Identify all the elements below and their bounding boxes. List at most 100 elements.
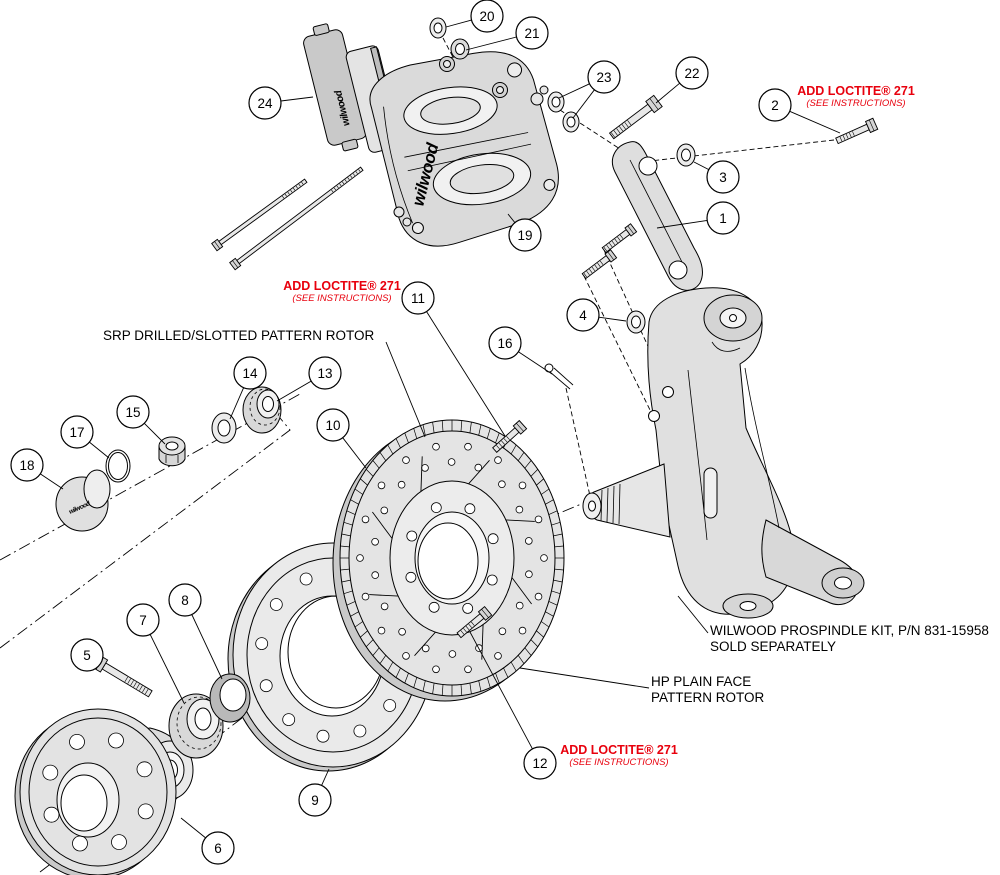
rotor-slot: [369, 594, 399, 597]
callout-leader-1: [656, 219, 708, 229]
vane-tick: [536, 478, 544, 486]
drill-hole: [377, 626, 386, 635]
vane-tick: [460, 420, 463, 432]
drill-hole: [397, 480, 406, 489]
mount-bolt-11: [492, 419, 528, 453]
callout-circle-9: [298, 783, 332, 817]
callout-leader-23: [558, 83, 590, 99]
rotor-slot: [372, 511, 393, 539]
drill-hole: [299, 572, 313, 586]
vane-tick: [441, 420, 444, 432]
prospindle-line1: WILWOOD PROSPINDLE KIT, P/N 831-15958: [710, 623, 989, 638]
grease-cap-18: wilwood: [55, 469, 111, 532]
drill-hole: [487, 533, 499, 545]
bracket-bolt-2: [835, 117, 879, 145]
vane-tick: [503, 667, 509, 678]
drill-hole: [69, 734, 85, 750]
loctite-subtext: (SEE INSTRUCTIONS): [806, 98, 906, 109]
drill-hole: [486, 574, 498, 586]
rotor-slot: [505, 519, 535, 522]
callout-circle-7: [126, 603, 160, 637]
vane-tick: [530, 469, 539, 477]
vane-tick: [441, 684, 444, 696]
vane-tick: [413, 677, 418, 688]
drill-hole: [430, 502, 442, 514]
callout-number-7: 7: [139, 613, 147, 628]
callout-number-4: 4: [579, 308, 587, 323]
drill-hole: [447, 458, 456, 466]
drill-hole: [398, 627, 406, 636]
vane-tick: [379, 655, 387, 664]
callout-circle-24: [248, 86, 282, 120]
drill-hole: [432, 665, 440, 674]
callout-number-24: 24: [257, 96, 273, 111]
spindle-nut-15: [158, 436, 186, 467]
drill-hole: [72, 835, 88, 852]
callout-number-20: 20: [479, 9, 494, 24]
vane-tick: [360, 630, 368, 638]
loctite-text: ADD LOCTITE® 271: [797, 84, 915, 98]
vane-tick: [510, 661, 517, 672]
loctite-subtext: (SEE INSTRUCTIONS): [292, 293, 392, 304]
drill-hole: [494, 456, 502, 464]
drill-hole: [494, 652, 502, 660]
vane-tick: [341, 533, 351, 537]
vane-tick: [340, 545, 350, 548]
vane-tick: [395, 438, 401, 449]
vane-tick: [422, 680, 426, 692]
callout-leader-17: [89, 441, 110, 459]
drill-hole: [515, 601, 524, 610]
callout-leader-12: [469, 631, 533, 750]
vane-tick: [536, 630, 544, 638]
vane-tick: [343, 590, 353, 595]
callout-number-8: 8: [181, 593, 189, 608]
vane-tick: [379, 452, 387, 461]
drill-hole: [540, 554, 548, 562]
callout-number-11: 11: [411, 291, 425, 306]
drill-hole: [356, 554, 364, 562]
bearing-axis-line: [0, 393, 301, 561]
vane-tick: [517, 452, 525, 461]
loctite-text: ADD LOCTITE® 271: [283, 279, 401, 293]
vane-tick: [548, 601, 558, 606]
vane-tick: [469, 422, 472, 433]
hp-rotor-line2: PATTERN ROTOR: [651, 689, 765, 705]
drill-hole: [524, 537, 533, 545]
washer-4: [626, 310, 646, 334]
bracket-stud-b: [581, 249, 618, 280]
drill-hole: [474, 463, 483, 472]
callout-leader-7: [149, 634, 185, 704]
callout-number-1: 1: [719, 211, 727, 226]
rotor-slot: [420, 456, 423, 493]
drill-hole: [464, 442, 472, 451]
callout-circle-15: [116, 395, 150, 429]
vane-tick: [545, 611, 554, 617]
callout-circle-12: [523, 746, 557, 780]
callout-number-18: 18: [19, 458, 34, 473]
label-leader-lines: [385, 341, 709, 689]
callout-circle-18: [10, 448, 44, 482]
callout-leader-2: [789, 110, 841, 134]
prospindle-label-leader: [677, 595, 709, 634]
spindle-washer-14: [211, 412, 237, 444]
drill-hole: [108, 732, 124, 749]
vane-tick: [432, 683, 435, 694]
drill-hole: [428, 601, 440, 613]
drill-hole: [421, 644, 430, 653]
callout-circle-6: [201, 831, 235, 865]
srp-rotor-label: SRP DRILLED/SLOTTED PATTERN ROTOR: [103, 328, 375, 343]
vane-tick: [478, 424, 482, 436]
drill-hole: [464, 503, 476, 515]
vane-tick: [551, 521, 561, 526]
caliper-bridge-bolts: [439, 56, 508, 98]
drill-hole: [498, 627, 507, 636]
drill-hole: [377, 481, 386, 490]
vane-tick: [510, 444, 517, 455]
rotor-slot: [467, 460, 490, 485]
callout-leader-14: [229, 387, 245, 420]
vane-tick: [554, 568, 564, 571]
inner-bearing-7: [168, 693, 224, 759]
drill-hole: [111, 834, 127, 850]
drill-hole: [515, 505, 524, 514]
